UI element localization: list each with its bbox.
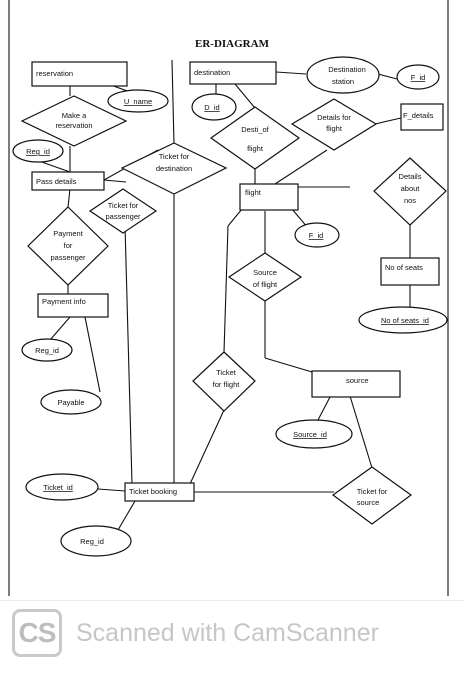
relationship-details-about-nos: Details about nos — [373, 157, 447, 226]
svg-text:for: for — [64, 241, 73, 250]
entity-f-details: F_details — [400, 103, 444, 131]
svg-text:No of seats_id: No of seats_id — [381, 316, 429, 325]
svg-text:of flight: of flight — [253, 280, 278, 289]
svg-text:Payment info: Payment info — [42, 297, 86, 306]
svg-text:Payable: Payable — [57, 398, 84, 407]
svg-text:Ticket_id: Ticket_id — [43, 483, 73, 492]
er-diagram: ER-DIAGRAM — [8, 0, 449, 596]
diagram-title: ER-DIAGRAM — [195, 38, 270, 50]
svg-text:Desti_of: Desti_of — [241, 125, 269, 134]
attribute-reg-id-left: Reg_id — [12, 139, 64, 163]
attribute-reg-id-bottom: Reg_id — [60, 525, 132, 557]
svg-text:Ticket: Ticket — [216, 368, 237, 377]
svg-text:Ticket booking: Ticket booking — [129, 487, 177, 496]
svg-text:D_id: D_id — [204, 103, 219, 112]
relationship-desti-of-flight: Desti_of flight — [209, 106, 301, 170]
svg-text:reservation: reservation — [36, 69, 73, 78]
entity-destination: destination — [189, 61, 277, 85]
relationship-ticket-for-passenger: Ticket for passenger — [88, 188, 158, 234]
scanned-with-text: Scanned with CamScanner — [76, 619, 379, 647]
attribute-u-name: U_name — [107, 89, 169, 113]
svg-text:destination: destination — [156, 164, 192, 173]
svg-text:Pass details: Pass details — [36, 177, 77, 186]
attribute-destination-station: Destination station — [306, 56, 380, 94]
svg-text:Ticket for: Ticket for — [159, 152, 190, 161]
svg-text:passenger: passenger — [50, 253, 86, 262]
attribute-d-id: D_id — [191, 93, 237, 121]
scanner-footer: CS Scanned with CamScanner — [0, 600, 464, 674]
svg-text:Destination: Destination — [328, 65, 366, 74]
camscanner-logo-text: CS — [18, 617, 57, 648]
svg-text:source: source — [357, 498, 380, 507]
svg-text:Ticket for: Ticket for — [108, 201, 139, 210]
svg-text:source: source — [346, 376, 369, 385]
svg-text:nos: nos — [404, 196, 416, 205]
connection-lines — [35, 59, 423, 531]
svg-text:station: station — [332, 77, 354, 86]
attribute-source-id: Source_id — [275, 419, 353, 449]
entity-source: source — [311, 370, 401, 398]
relationship-details-for-flight: Details for flight — [290, 98, 378, 151]
entity-flight: flight — [239, 183, 299, 211]
svg-text:F_details: F_details — [403, 111, 434, 120]
svg-text:F_id: F_id — [411, 73, 426, 82]
attribute-no-of-seats-id: No of seats_id — [358, 306, 448, 334]
svg-text:flight: flight — [326, 124, 343, 133]
svg-text:Make a: Make a — [62, 111, 87, 120]
svg-text:Details for: Details for — [317, 113, 351, 122]
attribute-f-id-top: F_id — [396, 64, 440, 90]
svg-text:No of seats: No of seats — [385, 263, 423, 272]
svg-text:flight: flight — [245, 188, 262, 197]
entity-ticket-booking: Ticket booking — [124, 482, 195, 502]
attribute-f-id-mid: F_id — [294, 222, 340, 248]
relationship-ticket-for-destination: Ticket for destination — [120, 142, 228, 195]
svg-text:Details: Details — [399, 172, 422, 181]
camscanner-logo-icon: CS — [12, 609, 62, 657]
entity-reservation: reservation — [31, 61, 128, 87]
svg-text:reservation: reservation — [55, 121, 92, 130]
svg-text:flight: flight — [247, 144, 264, 153]
relationship-payment-for-passenger: Payment for passenger — [27, 206, 109, 286]
svg-text:Reg_id: Reg_id — [26, 147, 50, 156]
svg-text:destination: destination — [194, 68, 230, 77]
svg-text:Reg_id: Reg_id — [80, 537, 104, 546]
scanned-page: ER-DIAGRAM — [8, 0, 449, 596]
relationship-make-a-reservation: Make a reservation — [20, 95, 128, 147]
svg-text:F_id: F_id — [309, 231, 324, 240]
relationship-source-of-flight: Source of flight — [227, 252, 303, 302]
svg-text:Ticket for: Ticket for — [357, 487, 388, 496]
svg-text:Reg_id: Reg_id — [35, 346, 59, 355]
entity-payment-info: Payment info — [37, 293, 109, 318]
relationship-ticket-for-source: Ticket for source — [331, 466, 413, 525]
svg-text:U_name: U_name — [124, 97, 152, 106]
attribute-payable: Payable — [40, 389, 102, 415]
attribute-reg-id-payment: Reg_id — [21, 338, 73, 362]
relationship-ticket-for-flight: Ticket for flight — [192, 351, 256, 412]
svg-text:for flight: for flight — [213, 380, 241, 389]
svg-text:Source_id: Source_id — [293, 430, 327, 439]
svg-text:passenger: passenger — [105, 212, 141, 221]
attribute-ticket-id: Ticket_id — [25, 473, 99, 501]
entity-pass-details: Pass details — [31, 171, 105, 191]
entity-no-of-seats: No of seats — [380, 257, 440, 286]
svg-text:about: about — [401, 184, 421, 193]
svg-text:Source: Source — [253, 268, 277, 277]
svg-text:Payment: Payment — [53, 229, 84, 238]
